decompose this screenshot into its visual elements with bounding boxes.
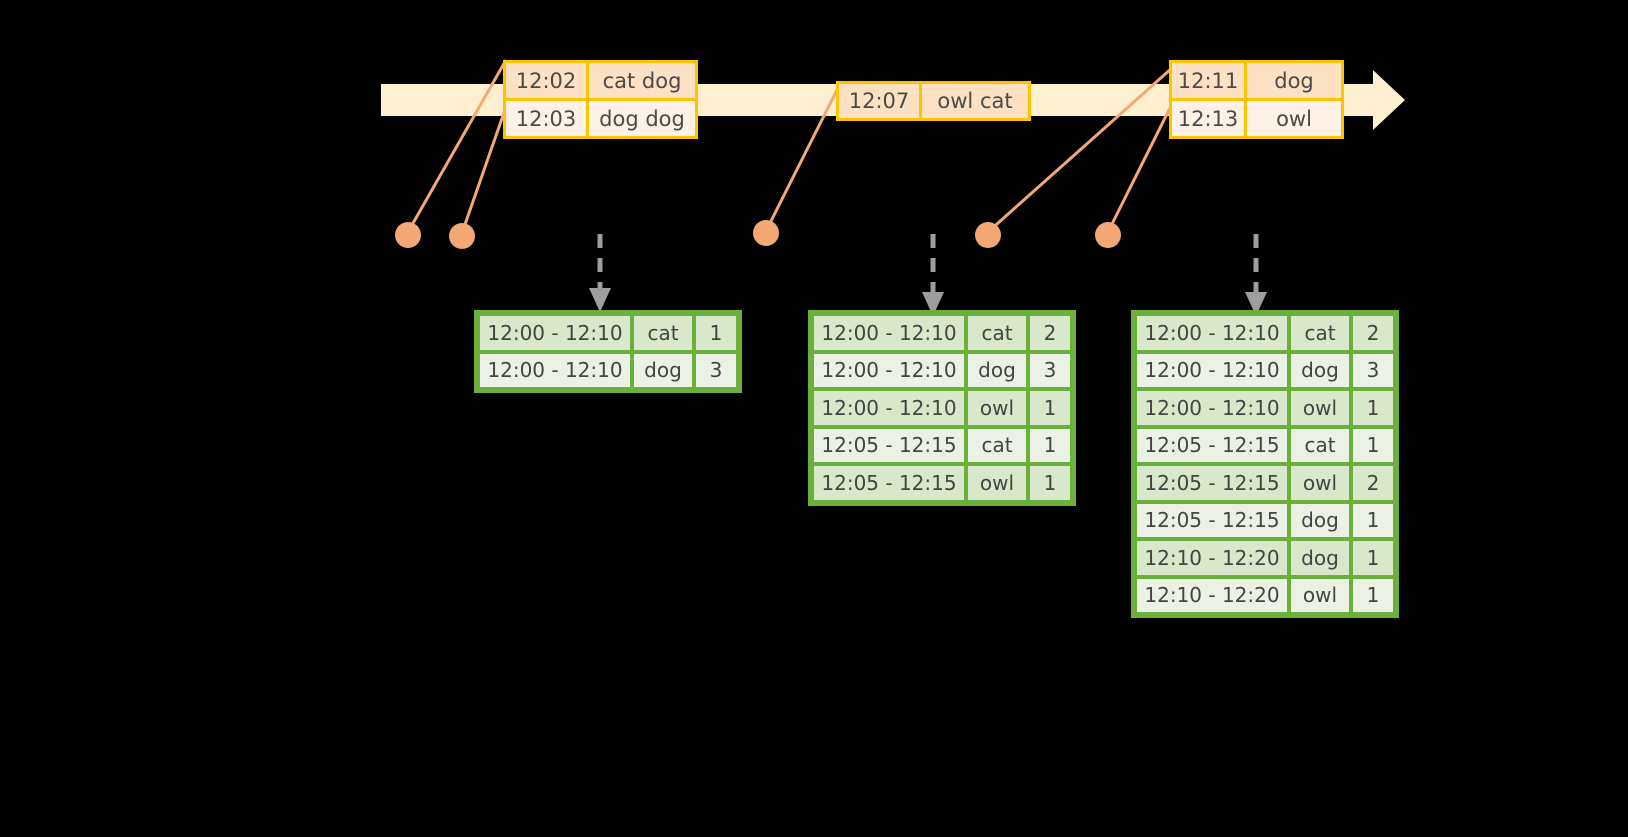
cell-count: 2 xyxy=(1353,466,1393,500)
cell-word: cat xyxy=(1291,316,1349,350)
table-row: 12:05 - 12:15 cat 1 xyxy=(812,427,1072,465)
cell-count: 2 xyxy=(1353,316,1393,350)
table-row: 12:05 - 12:15 dog 1 xyxy=(1135,502,1395,540)
timeline-event-row: 12:13 owl xyxy=(1172,98,1341,136)
timeline-event-group-3[interactable]: 12:11 dog 12:13 owl xyxy=(1169,60,1344,139)
table-row: 12:10 - 12:20 owl 1 xyxy=(1135,577,1395,615)
event-words: dog dog xyxy=(589,101,695,136)
cell-word: owl xyxy=(1291,578,1349,612)
timeline-event-row: 12:07 owl cat xyxy=(839,84,1028,118)
cell-word: dog xyxy=(1291,353,1349,387)
cell-count: 1 xyxy=(1030,466,1070,500)
timeline-event-group-2[interactable]: 12:07 owl cat xyxy=(836,81,1031,121)
result-table-3[interactable]: 12:00 - 12:10 cat 2 12:00 - 12:10 dog 3 … xyxy=(1131,310,1399,618)
event-time: 12:13 xyxy=(1172,101,1247,136)
cell-window: 12:00 - 12:10 xyxy=(1137,316,1287,350)
table-row: 12:10 - 12:20 dog 1 xyxy=(1135,539,1395,577)
table-row: 12:05 - 12:15 owl 2 xyxy=(1135,464,1395,502)
cell-count: 1 xyxy=(1353,578,1393,612)
table-row: 12:05 - 12:15 owl 1 xyxy=(812,464,1072,502)
event-time: 12:07 xyxy=(839,84,922,118)
cell-window: 12:10 - 12:20 xyxy=(1137,541,1287,575)
cell-window: 12:00 - 12:10 xyxy=(480,316,630,350)
cell-window: 12:00 - 12:10 xyxy=(814,353,964,387)
table-row: 12:05 - 12:15 cat 1 xyxy=(1135,427,1395,465)
cell-word: owl xyxy=(1291,391,1349,425)
cell-count: 3 xyxy=(1353,353,1393,387)
cell-count: 1 xyxy=(1353,391,1393,425)
cell-window: 12:00 - 12:10 xyxy=(1137,353,1287,387)
cell-count: 3 xyxy=(696,353,736,387)
table-row: 12:00 - 12:10 cat 2 xyxy=(812,314,1072,352)
cell-word: owl xyxy=(1291,466,1349,500)
connector-dot-3 xyxy=(753,220,779,246)
table-row: 12:00 - 12:10 cat 1 xyxy=(478,314,738,352)
table-row: 12:00 - 12:10 cat 2 xyxy=(1135,314,1395,352)
cell-count: 1 xyxy=(1353,503,1393,537)
cell-window: 12:00 - 12:10 xyxy=(1137,391,1287,425)
cell-window: 12:05 - 12:15 xyxy=(1137,428,1287,462)
event-words: owl xyxy=(1247,101,1341,136)
cell-window: 12:05 - 12:15 xyxy=(1137,466,1287,500)
leader-line-5 xyxy=(1106,103,1174,233)
cell-word: cat xyxy=(968,316,1026,350)
cell-count: 1 xyxy=(1353,541,1393,575)
cell-word: dog xyxy=(1291,503,1349,537)
event-words: owl cat xyxy=(922,84,1028,118)
event-words: cat dog xyxy=(589,63,695,98)
timeline-event-row: 12:02 cat dog xyxy=(506,63,695,98)
cell-word: dog xyxy=(634,353,692,387)
cell-window: 12:10 - 12:20 xyxy=(1137,578,1287,612)
cell-window: 12:05 - 12:15 xyxy=(814,428,964,462)
cell-word: cat xyxy=(634,316,692,350)
cell-count: 1 xyxy=(1353,428,1393,462)
cell-window: 12:05 - 12:15 xyxy=(1137,503,1287,537)
cell-word: owl xyxy=(968,466,1026,500)
cell-word: owl xyxy=(968,391,1026,425)
cell-word: dog xyxy=(968,353,1026,387)
cell-count: 1 xyxy=(696,316,736,350)
connector-dot-5 xyxy=(1095,222,1121,248)
cell-word: dog xyxy=(1291,541,1349,575)
connector-dot-2 xyxy=(449,223,475,249)
connector-dot-1 xyxy=(395,222,421,248)
table-row: 12:00 - 12:10 dog 3 xyxy=(1135,352,1395,390)
cell-count: 2 xyxy=(1030,316,1070,350)
cell-window: 12:05 - 12:15 xyxy=(814,466,964,500)
cell-window: 12:00 - 12:10 xyxy=(814,391,964,425)
cell-window: 12:00 - 12:10 xyxy=(480,353,630,387)
result-table-1[interactable]: 12:00 - 12:10 cat 1 12:00 - 12:10 dog 3 xyxy=(474,310,742,393)
timeline-event-row: 12:03 dog dog xyxy=(506,98,695,136)
leader-line-2 xyxy=(460,106,508,234)
timeline-event-row: 12:11 dog xyxy=(1172,63,1341,98)
connector-dot-4 xyxy=(975,222,1001,248)
event-time: 12:11 xyxy=(1172,63,1247,98)
timeline-event-group-1[interactable]: 12:02 cat dog 12:03 dog dog xyxy=(503,60,698,139)
flow-arrow-head-1 xyxy=(589,288,611,312)
event-time: 12:03 xyxy=(506,101,589,136)
table-row: 12:00 - 12:10 dog 3 xyxy=(812,352,1072,390)
cell-window: 12:00 - 12:10 xyxy=(814,316,964,350)
event-words: dog xyxy=(1247,63,1341,98)
cell-count: 1 xyxy=(1030,428,1070,462)
result-table-2[interactable]: 12:00 - 12:10 cat 2 12:00 - 12:10 dog 3 … xyxy=(808,310,1076,506)
timeline-arrow-head xyxy=(1373,70,1405,130)
cell-count: 1 xyxy=(1030,391,1070,425)
cell-count: 3 xyxy=(1030,353,1070,387)
cell-word: cat xyxy=(1291,428,1349,462)
cell-word: cat xyxy=(968,428,1026,462)
table-row: 12:00 - 12:10 owl 1 xyxy=(812,389,1072,427)
table-row: 12:00 - 12:10 owl 1 xyxy=(1135,389,1395,427)
event-time: 12:02 xyxy=(506,63,589,98)
table-row: 12:00 - 12:10 dog 3 xyxy=(478,352,738,390)
